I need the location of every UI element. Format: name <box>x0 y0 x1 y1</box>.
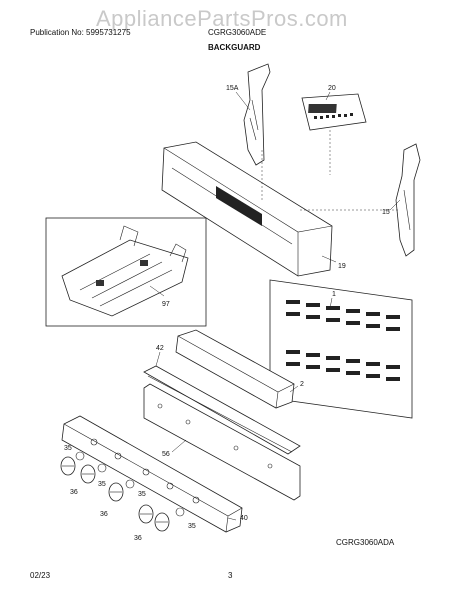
part-19-backguard-panel <box>161 141 333 277</box>
callout-36: 36 <box>134 535 142 542</box>
bezel-35 <box>175 507 185 517</box>
section-title: BACKGUARD <box>208 43 261 52</box>
part-56-panel <box>143 383 301 501</box>
model-number: CGRG3060ADE <box>208 28 267 37</box>
callout-97: 97 <box>162 301 170 308</box>
callout-56: 56 <box>162 451 170 458</box>
part-97-inset <box>45 217 207 327</box>
callout-36: 36 <box>100 511 108 518</box>
callout-2: 2 <box>300 381 304 388</box>
leader-line <box>171 439 187 453</box>
callout-35: 35 <box>98 481 106 488</box>
callout-35: 35 <box>188 523 196 530</box>
callout-35: 35 <box>64 445 72 452</box>
part-42-trim <box>143 365 301 455</box>
knob-36 <box>138 504 154 524</box>
bezel-35 <box>75 451 85 461</box>
page-number: 3 <box>228 571 233 580</box>
leader-line <box>149 285 165 297</box>
publication-number: Publication No: 5995731275 <box>30 28 131 37</box>
watermark: AppliancePartsPros.com <box>96 6 348 31</box>
bezel-35 <box>97 463 107 473</box>
knob-36 <box>108 482 124 502</box>
part-15a-bracket <box>243 63 271 166</box>
part-15-bracket <box>395 143 421 257</box>
callout-15a: 15A <box>226 85 239 92</box>
knob-36 <box>154 512 170 532</box>
leader-line <box>289 385 299 393</box>
leader-line <box>155 351 161 367</box>
footer-date: 02/23 <box>30 571 51 580</box>
leader-line <box>329 297 333 309</box>
leader-line <box>235 91 251 111</box>
knob-36 <box>80 464 96 484</box>
leader-line <box>227 517 237 521</box>
callout-36: 36 <box>70 489 78 496</box>
diagram-code: CGRG3060ADA <box>336 538 395 547</box>
leader-line <box>321 255 337 263</box>
callout-19: 19 <box>338 263 346 270</box>
leader-line <box>389 199 401 211</box>
bezel-35 <box>125 479 135 489</box>
callout-1: 1 <box>332 291 336 298</box>
callout-20: 20 <box>328 85 336 92</box>
callout-40: 40 <box>240 515 248 522</box>
leader-line <box>325 91 331 101</box>
part-20-control-board <box>301 93 367 131</box>
knob-36 <box>60 456 76 476</box>
part-1-rear-panel <box>269 279 413 419</box>
part-2-support <box>175 329 295 409</box>
callout-42: 42 <box>156 345 164 352</box>
part-40-control-panel <box>61 415 243 533</box>
callout-15: 15 <box>382 209 390 216</box>
callout-35: 35 <box>138 491 146 498</box>
